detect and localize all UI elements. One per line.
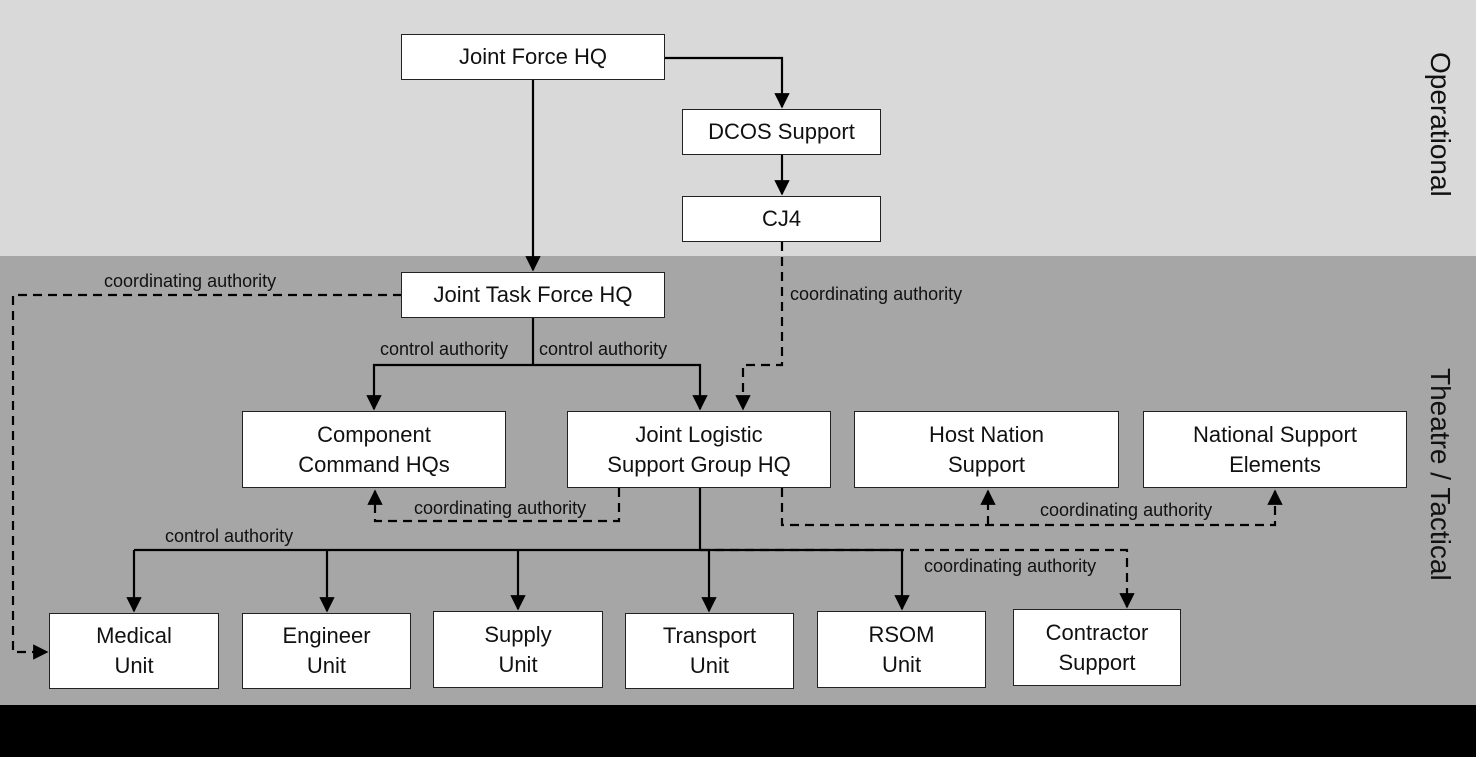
label-hns-coordinating-authority: coordinating authority [1040,500,1213,520]
node-label: Joint Force HQ [459,44,607,69]
node-rsom-unit: RSOM Unit [817,611,986,688]
node-label-line1: Joint Logistic [635,421,763,447]
node-label: DCOS Support [708,119,855,144]
edge-cj4-coord-jlsg [735,242,784,411]
node-label-line2: Unit [498,651,538,677]
node-label-line2: Unit [881,651,922,677]
node-label-line1: Transport [662,623,757,648]
node-cj4: CJ4 [682,196,881,242]
node-joint-task-force-hq: Joint Task Force HQ [401,272,665,318]
node-label-line2: Unit [114,653,154,678]
edge-jfhq-dcos [664,56,790,109]
edge-coord-contractor [700,548,1135,609]
label-cj4-coordinating-authority: coordinating authority [790,284,963,304]
edge-jlsg-coord-cchq [367,488,621,523]
node-label-line1: Medical [96,623,172,648]
edge-ctrl-cchq [366,363,533,411]
node-label-line1: National Support [1193,421,1357,447]
node-label-line1: RSOM [868,621,935,647]
node-joint-force-hq: Joint Force HQ [401,34,665,80]
edge-ctrl-jlsg [533,363,708,411]
label-units-control-authority: control authority [165,526,294,546]
edge-jlsg-coord-nse [780,488,1283,527]
node-label-line2: Support [1058,649,1136,675]
label-contractor-coordinating-authority: coordinating authority [924,556,1097,576]
node-label-line2: Support [947,451,1026,477]
level-label-tactical: Theatre / Tactical [1425,368,1456,581]
label-jtf-coordinating-authority: coordinating authority [104,271,277,291]
node-label-line2: Support Group HQ [607,451,791,477]
label-control-authority-left: control authority [380,339,509,359]
node-label-line1: Component [317,421,431,447]
node-label: Joint Task Force HQ [433,282,633,307]
node-label-line1: Host Nation [929,421,1044,447]
label-cchq-coordinating-authority: coordinating authority [414,498,587,518]
node-label-line1: Supply [484,621,552,647]
node-label-line2: Command HQs [298,451,450,477]
node-label-line1: Engineer [282,623,371,648]
node-label-line1: Contractor [1045,619,1149,645]
node-label-line2: Elements [1229,451,1321,477]
node-label: CJ4 [761,206,802,231]
node-label-line2: Unit [689,653,730,678]
level-label-operational: Operational [1425,52,1456,197]
label-control-authority-right: control authority [539,339,668,359]
node-label-line2: Unit [306,653,347,678]
node-dcos-support: DCOS Support [682,109,881,155]
footer-bar [0,705,1476,757]
